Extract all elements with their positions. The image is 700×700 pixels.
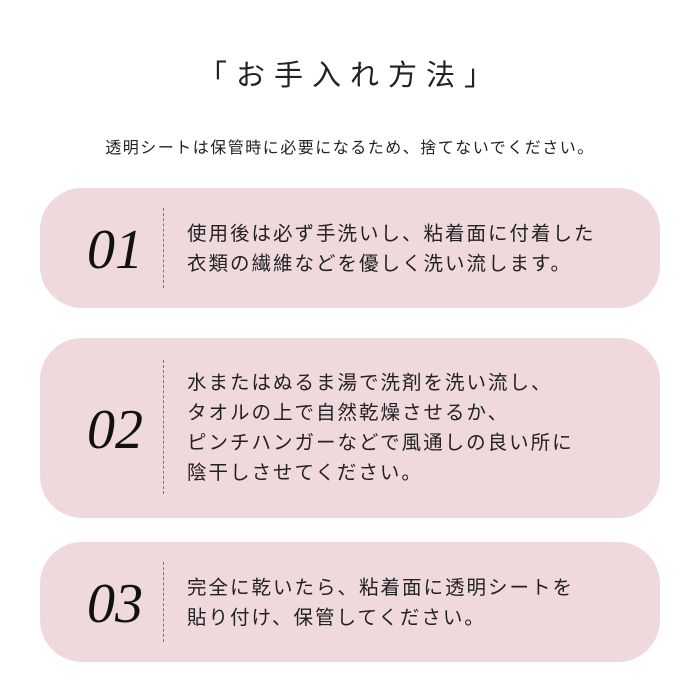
dashed-divider (163, 562, 164, 642)
step-line: 水またはぬるま湯で洗剤を洗い流し、 (187, 371, 553, 394)
step-line: 使用後は必ず手洗いし、粘着面に付着した (187, 222, 596, 245)
step-line: 陰干しさせてください。 (187, 461, 423, 484)
dashed-divider (163, 360, 164, 494)
step-card-2: 02 水またはぬるま湯で洗剤を洗い流し、 タオルの上で自然乾燥させるか、 ピンチ… (40, 338, 660, 518)
step-text: 完全に乾いたら、粘着面に透明シートを 貼り付け、保管してください。 (187, 573, 574, 633)
step-line: 衣類の繊維などを優しく洗い流します。 (187, 252, 573, 275)
step-line: 貼り付け、保管してください。 (187, 606, 486, 629)
step-line: ピンチハンガーなどで風通しの良い所に (187, 431, 574, 454)
subtitle: 透明シートは保管時に必要になるため、捨てないでください。 (105, 138, 595, 157)
step-card-3: 03 完全に乾いたら、粘着面に透明シートを 貼り付け、保管してください。 (40, 542, 660, 662)
step-line: タオルの上で自然乾燥させるか、 (187, 401, 510, 424)
step-text: 使用後は必ず手洗いし、粘着面に付着した 衣類の繊維などを優しく洗い流します。 (187, 219, 596, 279)
step-card-1: 01 使用後は必ず手洗いし、粘着面に付着した 衣類の繊維などを優しく洗い流します… (40, 188, 660, 308)
step-number: 02 (87, 399, 143, 461)
dashed-divider (163, 208, 164, 288)
step-text: 水またはぬるま湯で洗剤を洗い流し、 タオルの上で自然乾燥させるか、 ピンチハンガ… (187, 368, 574, 488)
step-number: 03 (87, 573, 143, 635)
page-title: 「お手入れ方法」 (197, 58, 502, 92)
step-number: 01 (87, 219, 143, 281)
step-line: 完全に乾いたら、粘着面に透明シートを (187, 576, 575, 599)
